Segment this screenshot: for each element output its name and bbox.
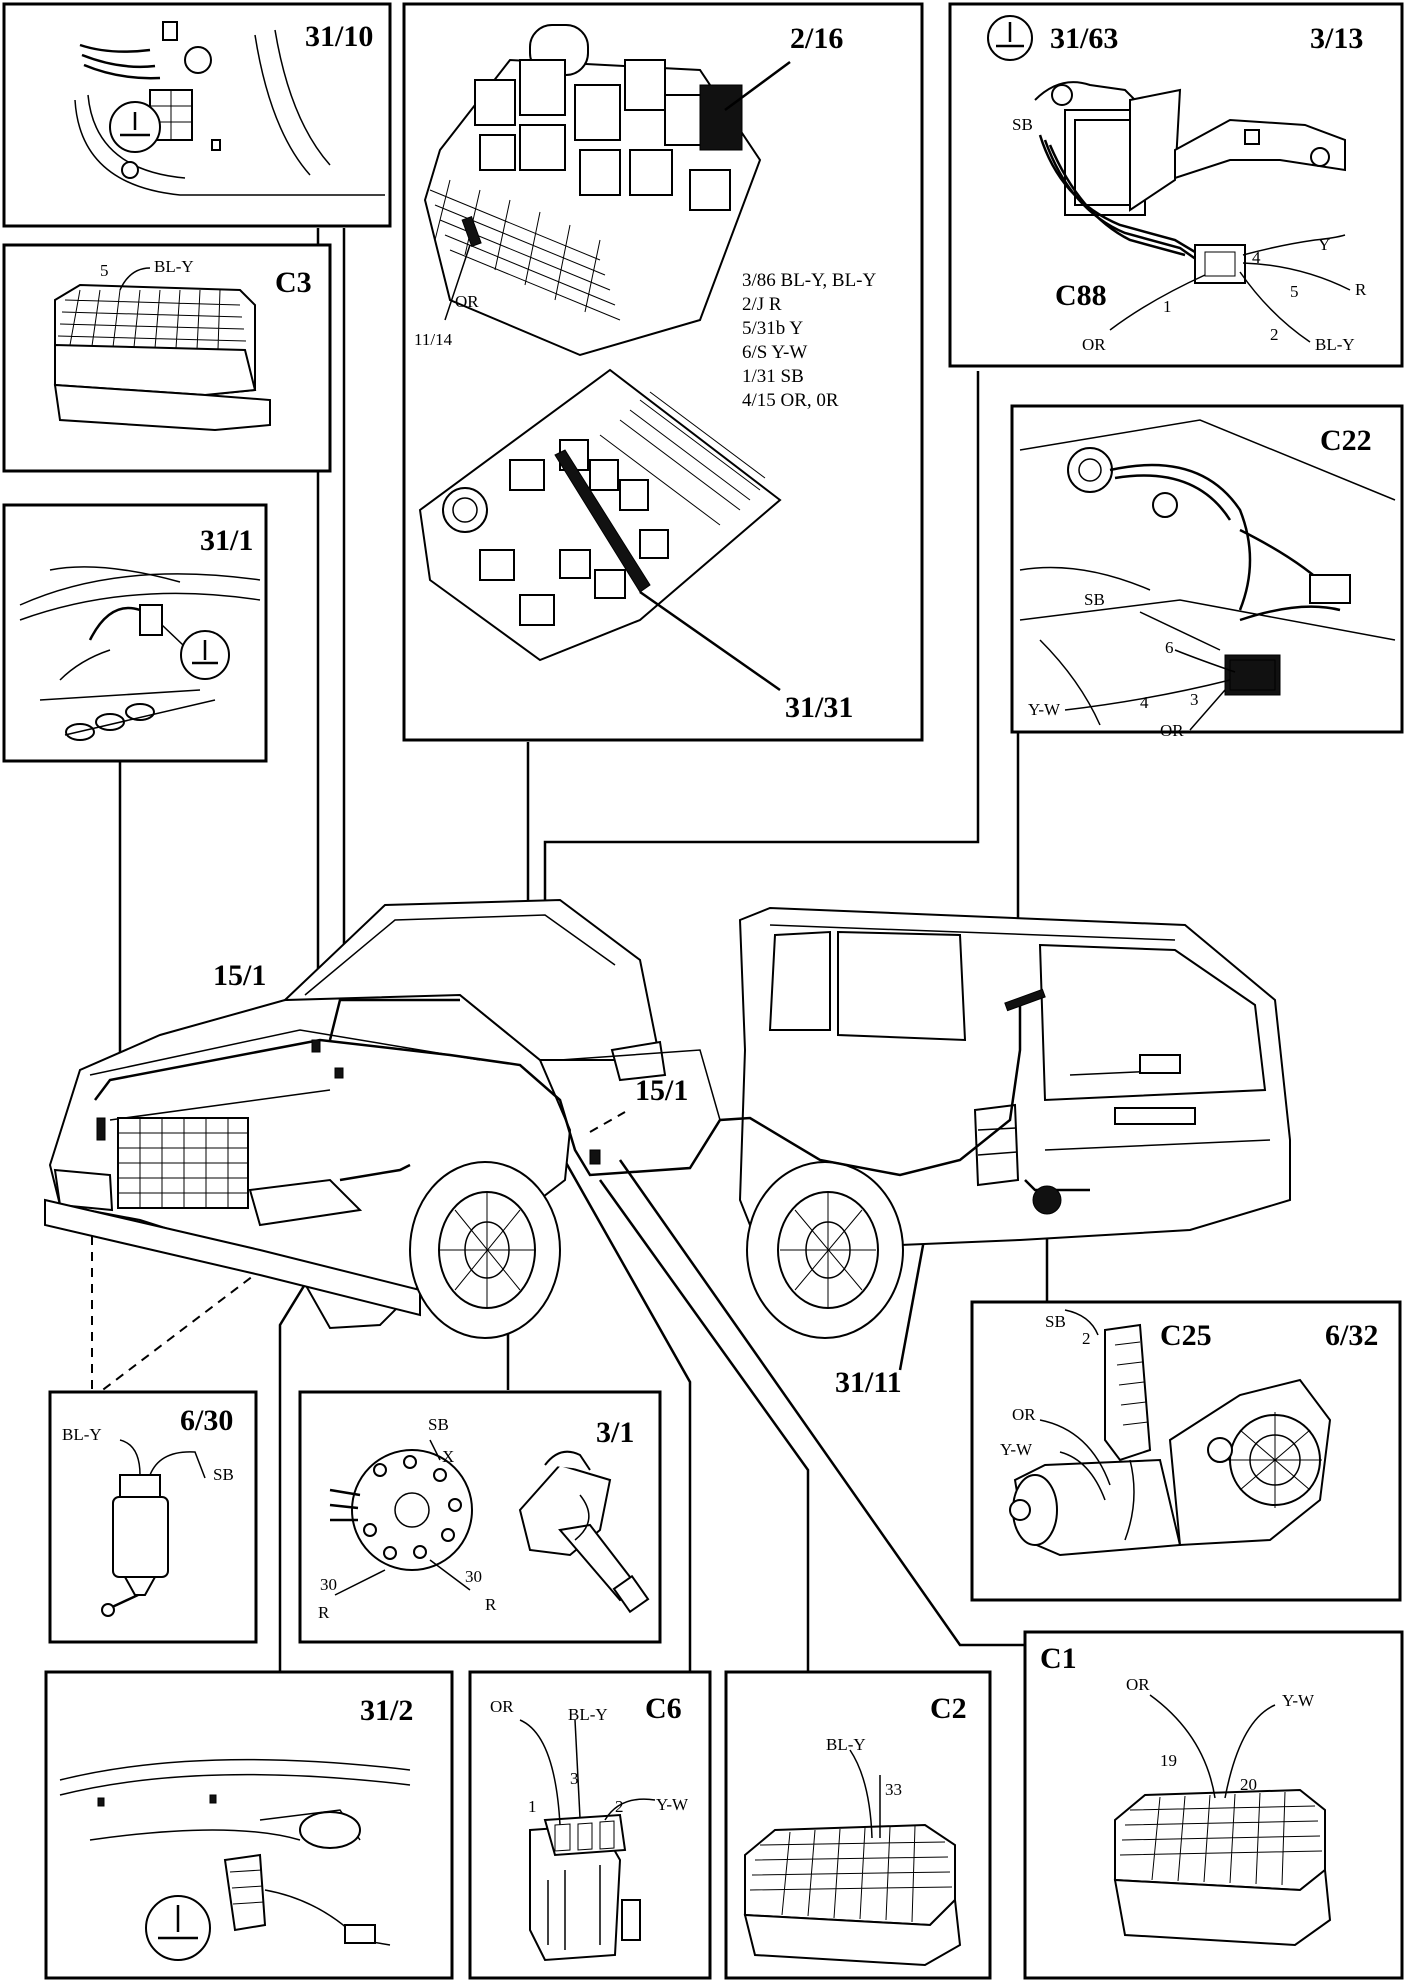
panel-31-2: 31/2 bbox=[44, 1670, 454, 1980]
panel-id: C6 bbox=[645, 1692, 682, 1725]
panel-id: 6/30 bbox=[180, 1404, 233, 1437]
panel-id: C22 bbox=[1320, 424, 1372, 457]
wire-or: OR bbox=[1160, 721, 1184, 740]
panel-6-32: SB 2 C25 OR Y-W 6/32 bbox=[970, 1300, 1402, 1602]
pin-4: 4 bbox=[1252, 248, 1261, 267]
pin-2: 2 bbox=[615, 1797, 624, 1816]
wire-or: OR bbox=[1126, 1675, 1150, 1694]
panel-id: 3/1 bbox=[596, 1416, 634, 1449]
callout-11-14: 11/14 bbox=[414, 330, 453, 349]
pin-20: 20 bbox=[1240, 1775, 1257, 1794]
wire-y-w: Y-W bbox=[1000, 1440, 1033, 1459]
panel-id-bottom: 31/31 bbox=[785, 691, 853, 724]
panel-id: 6/32 bbox=[1325, 1319, 1378, 1352]
label-31-11: 31/11 bbox=[835, 1366, 902, 1399]
panel-id: 31/2 bbox=[360, 1694, 413, 1727]
wire-bl-y: BL-Y bbox=[1315, 335, 1355, 354]
pinout-line-5: 1/31 SB bbox=[742, 366, 804, 387]
pinout-line-1: 3/86 BL-Y, BL-Y bbox=[742, 270, 877, 291]
panel-id: 3/13 bbox=[1310, 22, 1363, 55]
wire-r: R bbox=[1355, 280, 1367, 299]
pin-5: 5 bbox=[1290, 282, 1299, 301]
panel-id: 2/16 bbox=[790, 22, 843, 55]
panel-6-30: BL-Y SB 6/30 bbox=[48, 1390, 258, 1644]
wire-bl-y: BL-Y bbox=[568, 1705, 608, 1724]
pin-3: 3 bbox=[570, 1769, 579, 1788]
pin-30-right: 30 bbox=[465, 1567, 482, 1586]
wire-r-left: R bbox=[318, 1603, 330, 1622]
pin-1: 1 bbox=[1163, 297, 1172, 316]
pinout-line-3: 5/31b Y bbox=[742, 318, 803, 339]
panel-c6: OR BL-Y C6 1 3 2 Y-W bbox=[468, 1670, 712, 1980]
pin-33: 33 bbox=[885, 1780, 902, 1799]
panel-c2: BL-Y 33 C2 bbox=[724, 1670, 992, 1980]
panel-c3: 5 BL-Y C3 bbox=[2, 243, 332, 473]
pin-3: 3 bbox=[1190, 690, 1199, 709]
pinout-line-6: 4/15 OR, 0R bbox=[742, 390, 839, 411]
pin-6: 6 bbox=[1165, 638, 1174, 657]
pin-4: 4 bbox=[1140, 693, 1149, 712]
pinout-line-4: 6/S Y-W bbox=[742, 342, 807, 363]
panel-31-10: 31/10 bbox=[2, 2, 392, 228]
wire-label: BL-Y bbox=[154, 257, 194, 276]
wire-or: OR bbox=[1082, 335, 1106, 354]
wire-sb: SB bbox=[1045, 1312, 1066, 1331]
panel-c22: SB 6 4 3 Y-W OR C22 bbox=[1010, 404, 1404, 740]
pin-2: 2 bbox=[1082, 1329, 1091, 1348]
panel-id: 31/10 bbox=[305, 20, 373, 53]
panel-2-16: OR 11/14 2/16 3/86 BL-Y, BL-Y 2/J R 5/31… bbox=[402, 2, 924, 742]
pinout-line-2: 2/J R bbox=[742, 294, 782, 315]
wire-sb: SB bbox=[1012, 115, 1033, 134]
panel-id: C2 bbox=[930, 1692, 967, 1725]
label-15-1-left: 15/1 bbox=[213, 959, 266, 992]
pin-30-left: 30 bbox=[320, 1575, 337, 1594]
panel-c1: C1 OR Y-W 19 20 bbox=[1023, 1630, 1404, 1980]
pin-2: 2 bbox=[1270, 325, 1279, 344]
wire-y-w: Y-W bbox=[1028, 700, 1061, 719]
wire-sb: SB bbox=[428, 1415, 449, 1434]
panel-id: C1 bbox=[1040, 1642, 1077, 1675]
panel-id: C3 bbox=[275, 266, 312, 299]
panel-31-1: 31/1 bbox=[2, 503, 268, 763]
connector-id: C88 bbox=[1055, 279, 1107, 312]
panel-3-1: SB X 30 30 R R 3/1 bbox=[298, 1390, 662, 1644]
wire-y-w: Y-W bbox=[656, 1795, 689, 1814]
label-15-1-right: 15/1 bbox=[635, 1074, 688, 1107]
wire-y: Y bbox=[1318, 235, 1330, 254]
wire-or: OR bbox=[1012, 1405, 1036, 1424]
wire-r-right: R bbox=[485, 1595, 497, 1614]
panel-id: 31/1 bbox=[200, 524, 253, 557]
pin-1: 1 bbox=[528, 1797, 537, 1816]
wire-sb: SB bbox=[1084, 590, 1105, 609]
car-illustration bbox=[44, 898, 1291, 1339]
wire-x: X bbox=[442, 1447, 454, 1466]
wire-bl-y: BL-Y bbox=[62, 1425, 102, 1444]
pin-label: 5 bbox=[100, 261, 109, 280]
connector-id: C25 bbox=[1160, 1319, 1212, 1352]
pin-19: 19 bbox=[1160, 1751, 1177, 1770]
wire-or: OR bbox=[490, 1697, 514, 1716]
ground-id: 31/63 bbox=[1050, 22, 1118, 55]
wire-bl-y: BL-Y bbox=[826, 1735, 866, 1754]
wire-sb: SB bbox=[213, 1465, 234, 1484]
panel-3-13: 31/63 3/13 SB Y 4 R 5 1 2 BL-Y OR C88 bbox=[948, 2, 1404, 368]
callout-or: OR bbox=[455, 292, 479, 311]
wire-y-w: Y-W bbox=[1282, 1691, 1315, 1710]
